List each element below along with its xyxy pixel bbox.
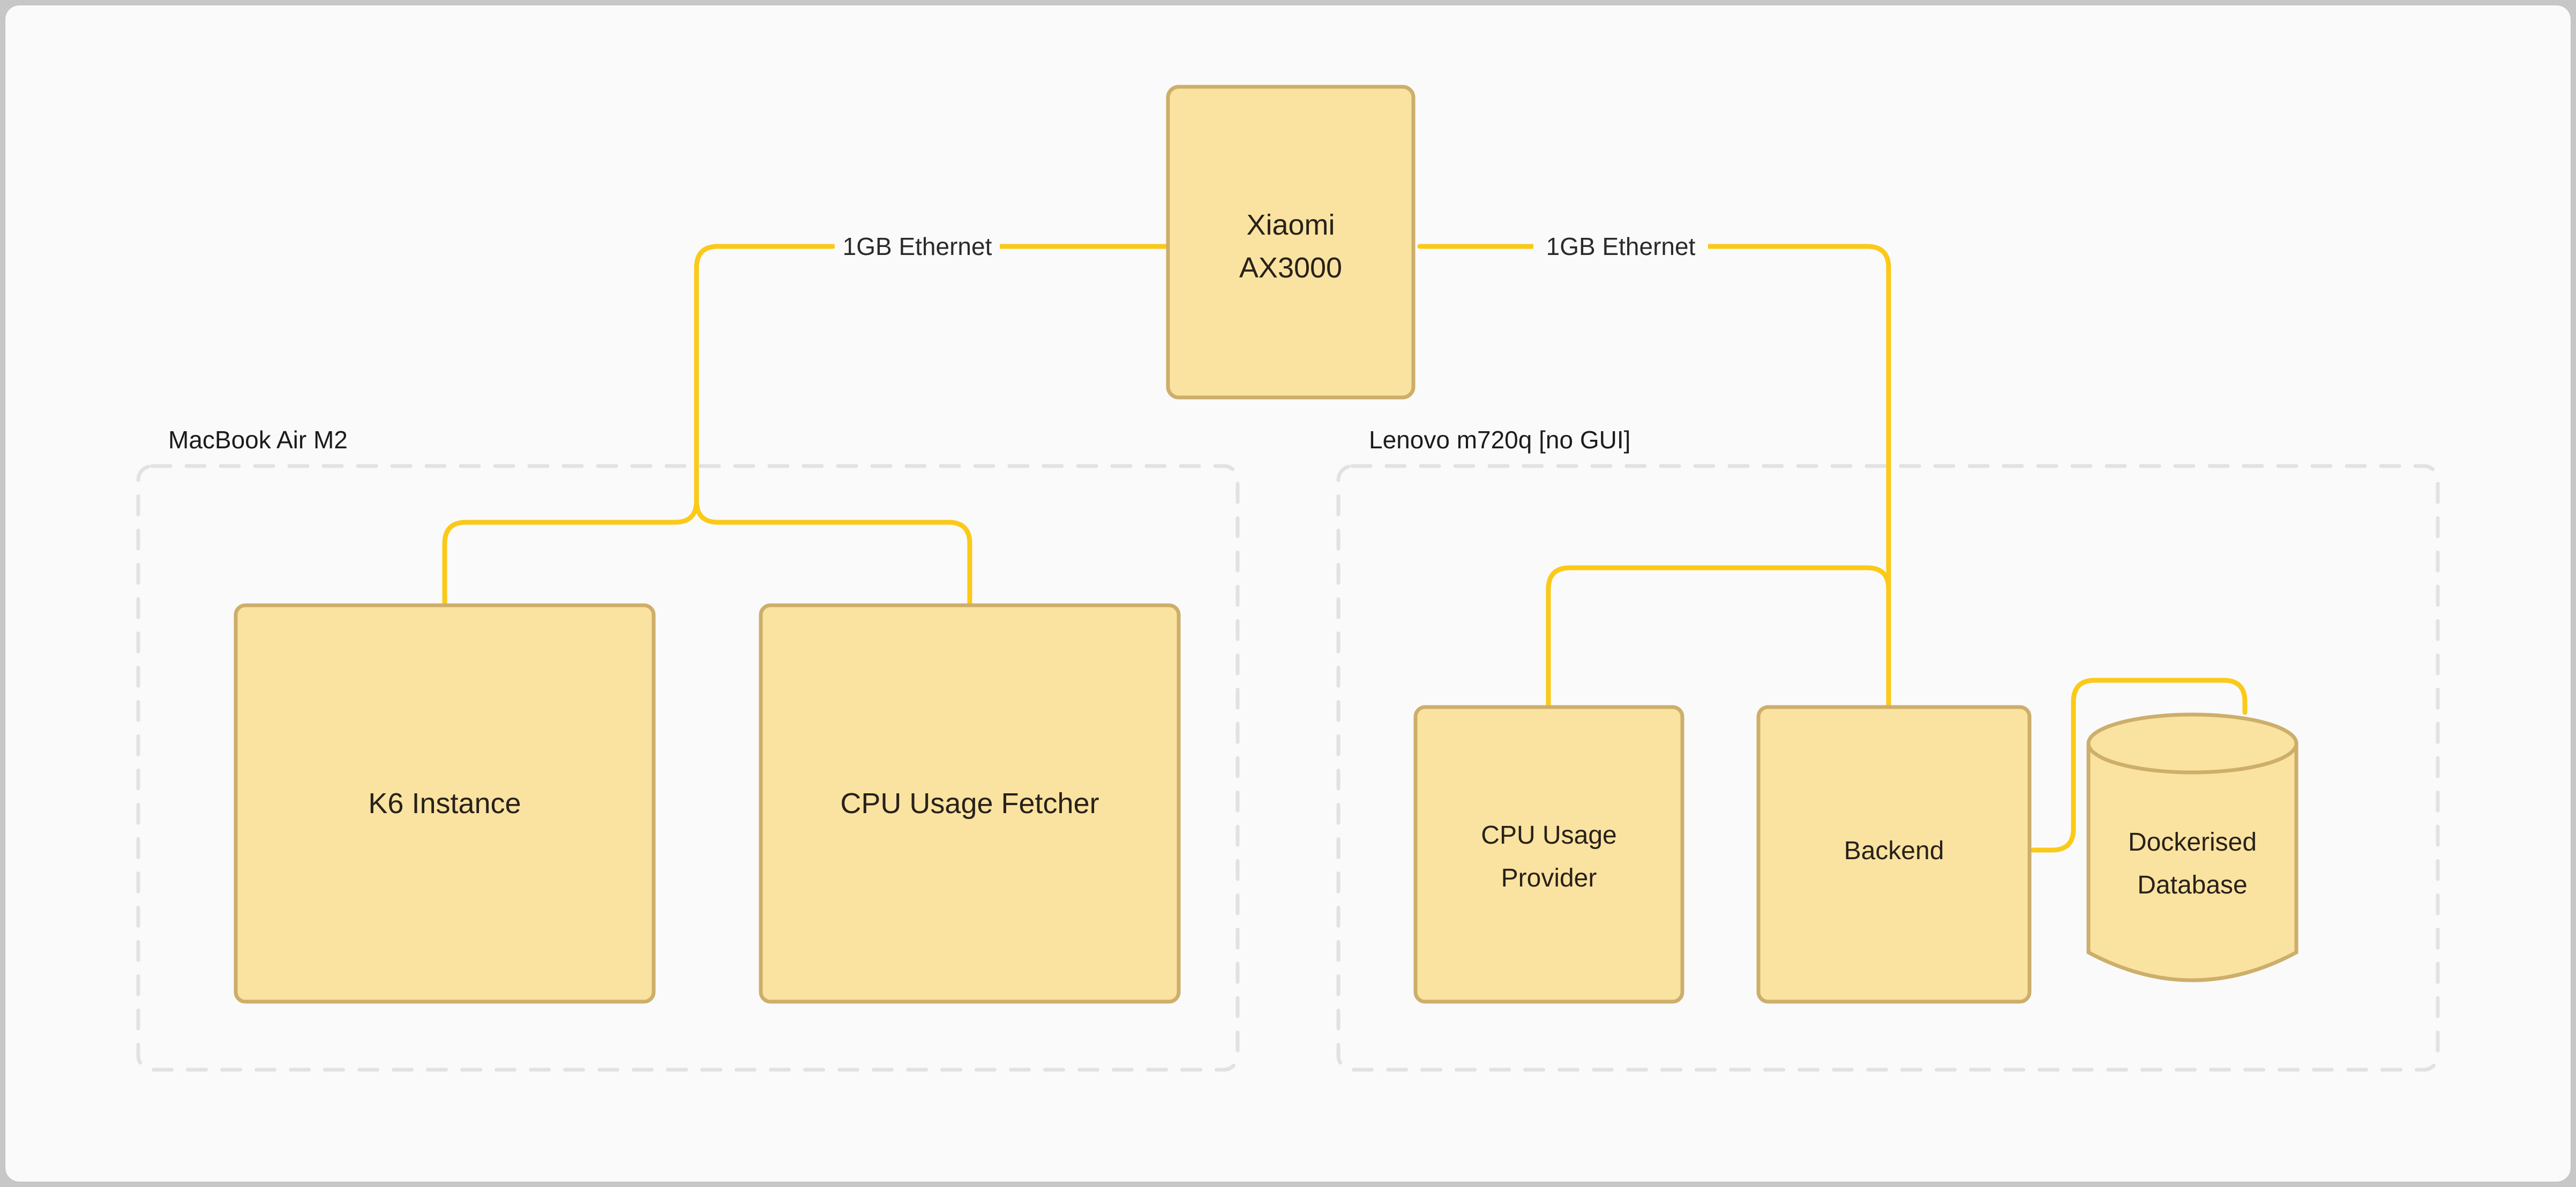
edge-label-left: 1GB Ethernet bbox=[843, 232, 992, 260]
node-database-label-line1: Dockerised bbox=[2128, 828, 2257, 857]
node-backend[interactable]: Backend bbox=[1756, 705, 2032, 1004]
edge-backend-to-database bbox=[2027, 678, 2248, 853]
node-router-label-line1: Xiaomi bbox=[1246, 209, 1335, 241]
node-cpu-usage-fetcher-label: CPU Usage Fetcher bbox=[840, 787, 1099, 820]
node-cpu-usage-fetcher[interactable]: CPU Usage Fetcher bbox=[759, 603, 1181, 1004]
group-macbook: MacBook Air M2 bbox=[136, 426, 1240, 1072]
node-backend-shape[interactable] bbox=[1756, 705, 2032, 1004]
edge-fork-to-cpu-usage-fetcher bbox=[694, 498, 972, 608]
edge-branch-to-cpu-usage-provider bbox=[1546, 565, 1891, 710]
node-database[interactable]: Dockerised Database bbox=[2086, 712, 2298, 982]
node-cpu-usage-provider-label-line1: CPU Usage bbox=[1481, 821, 1616, 850]
node-k6-instance-label: K6 Instance bbox=[368, 787, 521, 820]
node-router[interactable]: Xiaomi AX3000 bbox=[1166, 85, 1416, 400]
node-k6-instance-shape[interactable] bbox=[234, 603, 656, 1004]
group-macbook-label: MacBook Air M2 bbox=[168, 426, 348, 454]
edge-fork-to-k6 bbox=[442, 498, 699, 608]
node-cpu-usage-fetcher-shape[interactable] bbox=[759, 603, 1181, 1004]
node-backend-label: Backend bbox=[1844, 837, 1944, 865]
edge-router-to-backend bbox=[1704, 244, 1891, 710]
node-router-shape[interactable] bbox=[1166, 85, 1416, 400]
node-k6-instance[interactable]: K6 Instance bbox=[234, 603, 656, 1004]
group-macbook-border bbox=[136, 464, 1240, 1072]
diagram-canvas: MacBook Air M2 Lenovo m720q [no GUI] 1GB… bbox=[5, 5, 2571, 1182]
edge-label-right: 1GB Ethernet bbox=[1546, 232, 1696, 260]
group-lenovo: Lenovo m720q [no GUI] bbox=[1336, 426, 2440, 1072]
node-database-top-ellipse bbox=[2086, 712, 2298, 775]
group-lenovo-label: Lenovo m720q [no GUI] bbox=[1369, 426, 1630, 454]
edge-label-left-backing bbox=[835, 229, 1000, 264]
node-database-label-line2: Database bbox=[2137, 871, 2247, 899]
edge-router-to-macbook-segment-b bbox=[694, 244, 836, 504]
edge-label-right-backing bbox=[1533, 229, 1708, 264]
group-lenovo-border bbox=[1336, 464, 2440, 1072]
node-cpu-usage-provider[interactable]: CPU Usage Provider bbox=[1413, 705, 1684, 1004]
node-cpu-usage-provider-shape[interactable] bbox=[1413, 705, 1684, 1004]
node-cpu-usage-provider-label-line2: Provider bbox=[1501, 864, 1597, 892]
node-router-label-line2: AX3000 bbox=[1239, 252, 1342, 284]
